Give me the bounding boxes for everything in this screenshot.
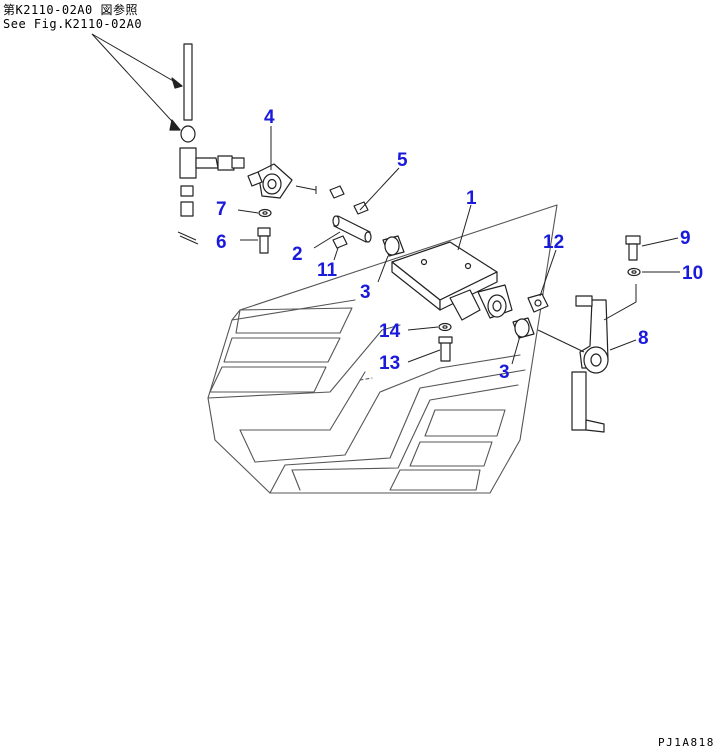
reference-figure-jp: 第K2110-02A0 図参照 <box>3 3 138 17</box>
key-11 <box>332 235 348 249</box>
callout-14: 14 <box>379 321 401 342</box>
washer-7 <box>258 208 272 218</box>
callout-5: 5 <box>397 150 408 171</box>
callout-7: 7 <box>216 199 227 220</box>
callout-12: 12 <box>543 232 564 253</box>
small-block <box>329 185 345 199</box>
callout-8: 8 <box>638 328 649 349</box>
callout-11: 11 <box>317 260 338 281</box>
callout-labels: 1 2 3 3 4 5 6 7 8 9 10 11 12 13 14 <box>216 107 703 383</box>
rod-end <box>179 43 245 217</box>
callout-13: 13 <box>379 353 400 374</box>
washer-10 <box>627 267 641 277</box>
callout-1: 1 <box>466 188 477 209</box>
arm-bracket <box>537 284 637 433</box>
callout-4: 4 <box>264 107 275 128</box>
bolt-13 <box>438 336 453 362</box>
washer-14 <box>438 322 452 332</box>
lever-clevis <box>247 163 317 199</box>
reference-figure-en: See Fig.K2110-02A0 <box>3 17 143 31</box>
bushing-upper <box>382 235 405 257</box>
shaft <box>332 215 372 243</box>
callout-3-upper: 3 <box>360 282 371 303</box>
callout-3-lower: 3 <box>499 362 510 383</box>
bolt-6 <box>257 227 271 254</box>
reference-arrows <box>91 33 183 131</box>
nut <box>527 293 549 313</box>
callout-9: 9 <box>680 228 691 249</box>
callout-10: 10 <box>682 263 703 284</box>
figure-code: PJ1A818 <box>658 736 715 749</box>
cotter-pin <box>177 231 199 245</box>
bolt-9 <box>625 235 641 261</box>
callout-leaders <box>237 126 680 365</box>
bushing-lower <box>512 317 535 339</box>
callout-6: 6 <box>216 232 227 253</box>
callout-2: 2 <box>292 244 303 265</box>
bracket-plate <box>391 241 513 321</box>
